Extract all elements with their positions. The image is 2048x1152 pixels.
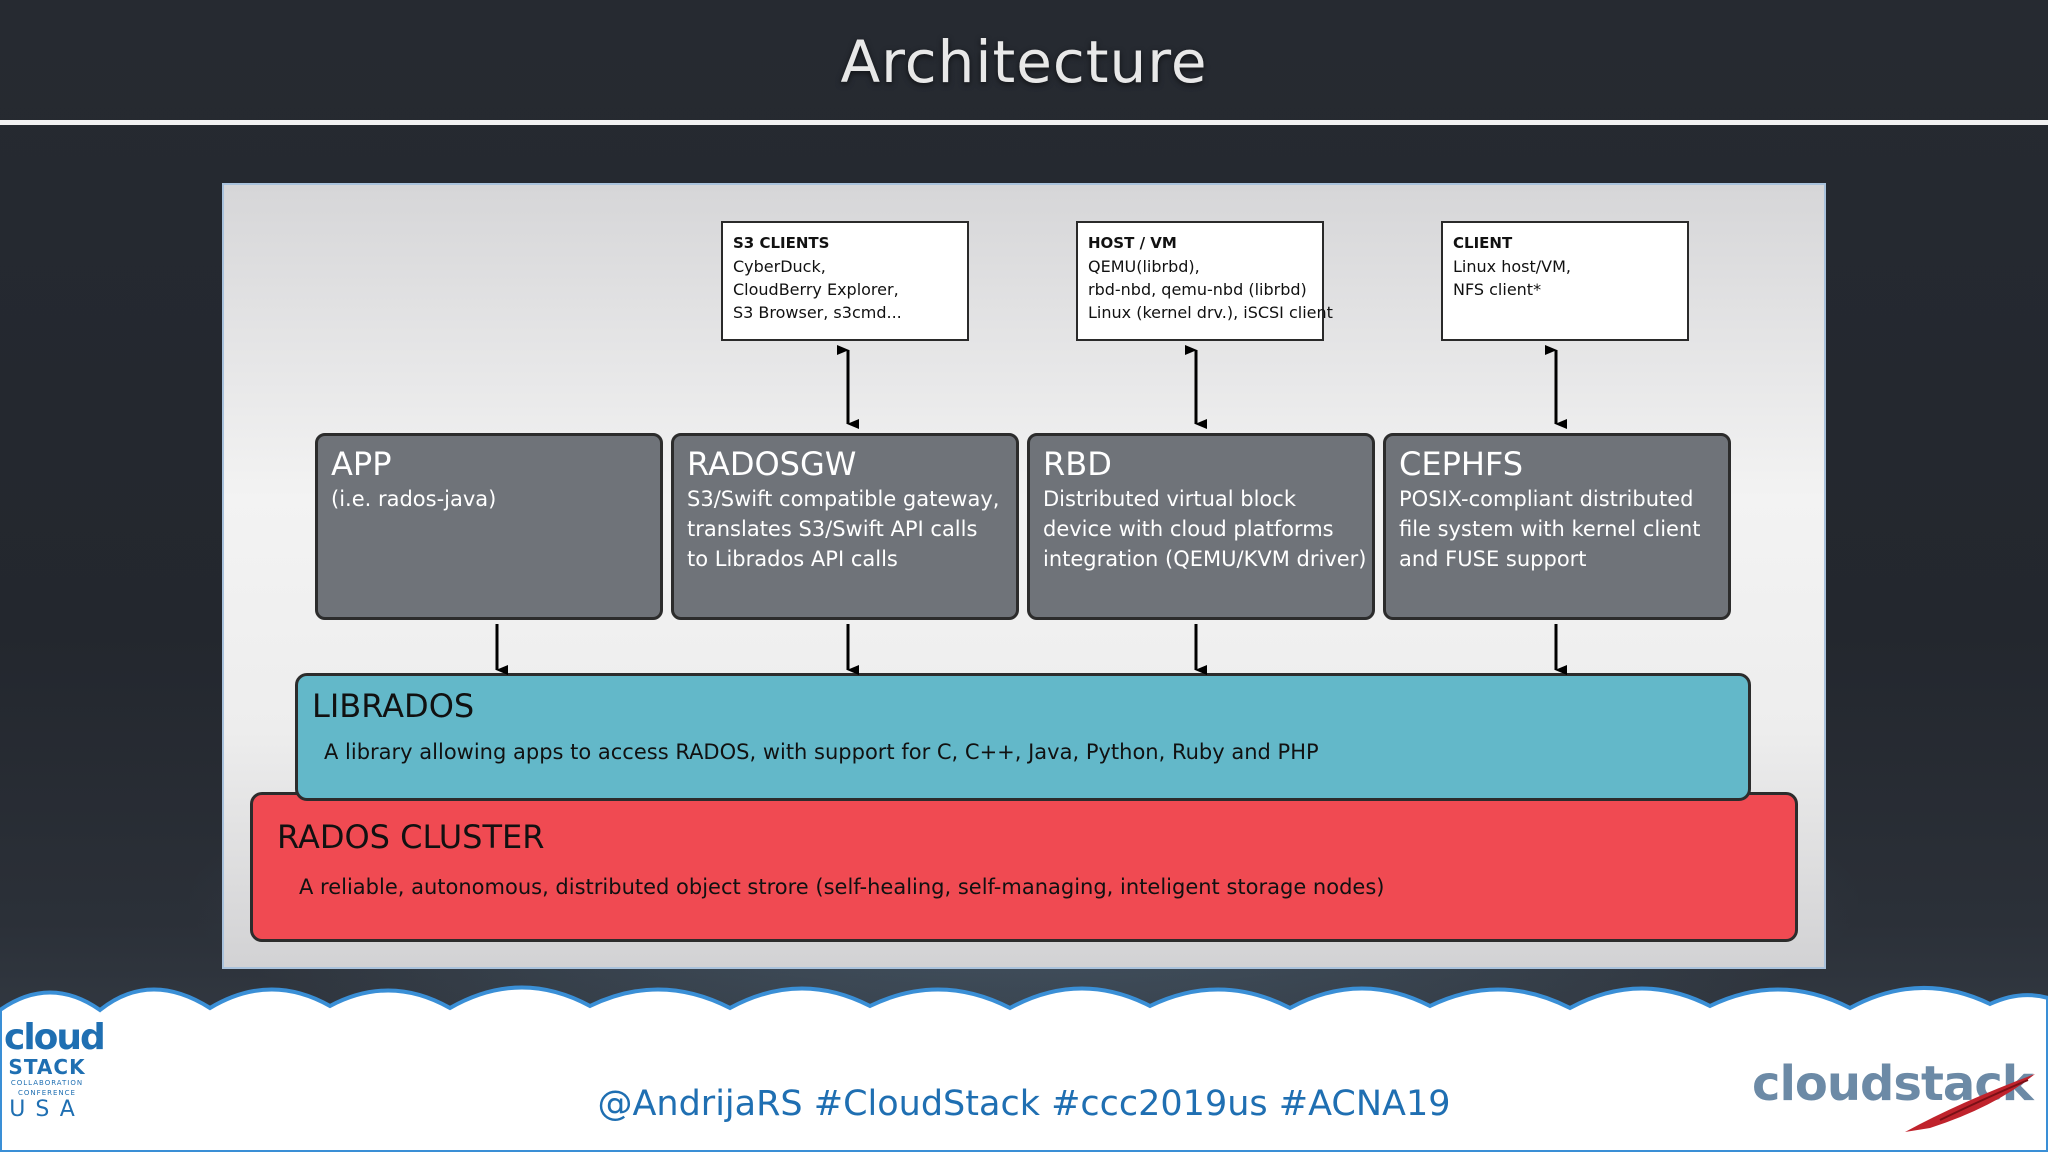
rados-cluster-description: A reliable, autonomous, distributed obje… bbox=[299, 875, 1385, 899]
rbd-box: RBD Distributed virtual block device wit… bbox=[1027, 433, 1375, 620]
component-description: (i.e. rados-java) bbox=[331, 487, 497, 511]
client-box-line: NFS client* bbox=[1453, 280, 1542, 299]
component-title: RADOSGW bbox=[687, 445, 857, 483]
librados-description: A library allowing apps to access RADOS,… bbox=[324, 740, 1319, 764]
cephfs-client-box: CLIENT Linux host/VM, NFS client* bbox=[1441, 221, 1689, 341]
apache-feather-icon bbox=[1905, 1074, 2035, 1132]
component-description: Distributed virtual block bbox=[1043, 487, 1296, 511]
app-box: APP (i.e. rados-java) bbox=[315, 433, 663, 620]
client-box-line: S3 Browser, s3cmd... bbox=[733, 303, 902, 322]
logo-text: cloud bbox=[4, 1017, 106, 1058]
slide-title: Architecture bbox=[840, 28, 1208, 96]
footer-hashtags: @AndrijaRS #CloudStack #ccc2019us #ACNA1… bbox=[597, 1084, 1451, 1124]
s3-clients-box: S3 CLIENTS CyberDuck, CloudBerry Explore… bbox=[721, 221, 969, 341]
client-box-line: CyberDuck, bbox=[733, 257, 826, 276]
component-title: APP bbox=[331, 445, 392, 483]
component-description: S3/Swift compatible gateway, bbox=[687, 487, 1000, 511]
component-description: and FUSE support bbox=[1399, 547, 1587, 571]
component-description: to Librados API calls bbox=[687, 547, 898, 571]
component-description: integration (QEMU/KVM driver) bbox=[1043, 547, 1367, 571]
component-description: device with cloud platforms bbox=[1043, 517, 1334, 541]
component-title: RBD bbox=[1043, 445, 1112, 483]
radosgw-box: RADOSGW S3/Swift compatible gateway, tra… bbox=[671, 433, 1019, 620]
client-box-title: S3 CLIENTS bbox=[733, 234, 830, 252]
cephfs-box: CEPHFS POSIX-compliant distributed file … bbox=[1383, 433, 1731, 620]
title-divider bbox=[0, 120, 2048, 125]
logo-text: COLLABORATION bbox=[10, 1079, 84, 1087]
cloudstack-conference-logo: cloud STACK COLLABORATION CONFERENCE USA bbox=[4, 1017, 106, 1122]
client-box-line: Linux host/VM, bbox=[1453, 257, 1571, 276]
librados-box: LIBRADOS A library allowing apps to acce… bbox=[295, 673, 1751, 801]
client-box-title: HOST / VM bbox=[1088, 234, 1177, 252]
client-box-line: CloudBerry Explorer, bbox=[733, 280, 899, 299]
host-vm-box: HOST / VM QEMU(librbd), rbd-nbd, qemu-nb… bbox=[1076, 221, 1333, 341]
rados-cluster-box: RADOS CLUSTER A reliable, autonomous, di… bbox=[250, 792, 1798, 942]
footer-cloud-band bbox=[0, 985, 2048, 1152]
client-box-line: QEMU(librbd), bbox=[1088, 257, 1200, 276]
librados-title: LIBRADOS bbox=[312, 687, 475, 725]
logo-text: STACK bbox=[8, 1055, 86, 1079]
logo-text: CONFERENCE bbox=[18, 1089, 76, 1097]
client-box-line: Linux (kernel drv.), iSCSI client bbox=[1088, 303, 1333, 322]
logo-text: USA bbox=[9, 1097, 85, 1122]
component-description: translates S3/Swift API calls bbox=[687, 517, 978, 541]
client-box-line: rbd-nbd, qemu-nbd (librbd) bbox=[1088, 280, 1307, 299]
rados-cluster-title: RADOS CLUSTER bbox=[277, 818, 545, 856]
component-description: POSIX-compliant distributed bbox=[1399, 487, 1694, 511]
component-title: CEPHFS bbox=[1399, 445, 1524, 483]
component-description: file system with kernel client bbox=[1399, 517, 1701, 541]
client-box-title: CLIENT bbox=[1453, 234, 1513, 252]
